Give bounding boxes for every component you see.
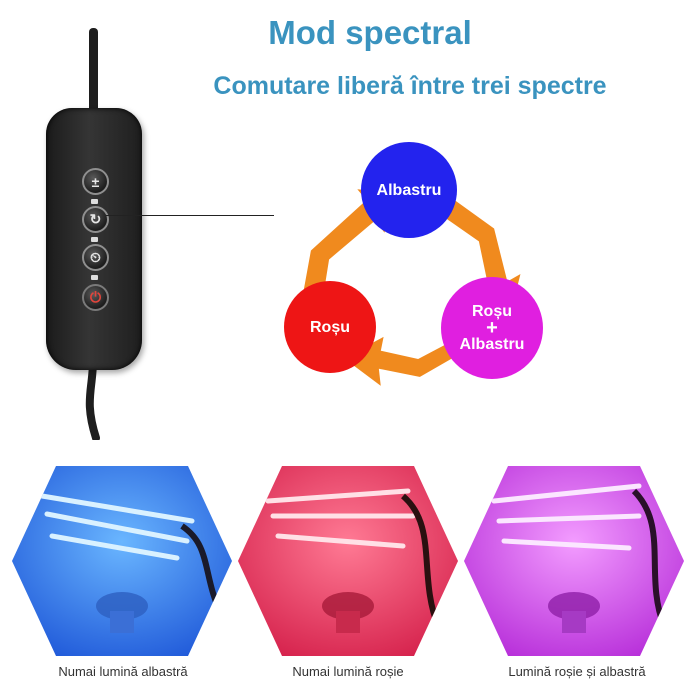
mode-mixed-plus: + [486,317,498,339]
power-icon: ⏻ [89,289,102,305]
controller-cable-bottom [85,360,100,440]
page-subtitle: Comutare liberă între trei spectre [213,72,607,100]
caption-red-light: Numai lumină roșie [292,664,404,679]
mode-red-label: Roșu [310,318,350,336]
mode-cycle-button[interactable]: ↻ [82,206,109,233]
caption-blue-light: Numai lumină albastră [58,664,188,679]
mode-mixed-label-red: Roșu [472,303,512,320]
mode-blue-label: Albastru [376,181,442,199]
indicator-led [91,237,98,242]
controller-cable-top [89,28,98,118]
brightness-icon: ± [91,173,100,190]
timer-icon: ⏲ [90,249,101,265]
mode-blue-circle: Albastru [361,142,457,238]
caption-mixed-light: Lumină roșie și albastră [508,664,646,679]
photo-red-light [238,466,458,656]
mode-mixed-label-blue: Albastru [459,336,525,353]
indicator-led [91,275,98,280]
mode-red-circle: Roșu [284,281,376,373]
photo-mixed-light [464,466,684,656]
brightness-button[interactable]: ± [82,168,109,195]
pointer-line [106,215,274,216]
mode-mixed-circle: Roșu + Albastru [441,277,543,379]
power-button[interactable]: ⏻ [82,284,109,311]
page-title: Mod spectral [268,14,472,51]
mode-cycle-icon: ↻ [89,211,102,227]
photo-blue-light [12,466,232,656]
indicator-led [91,199,98,204]
timer-button[interactable]: ⏲ [82,244,109,271]
